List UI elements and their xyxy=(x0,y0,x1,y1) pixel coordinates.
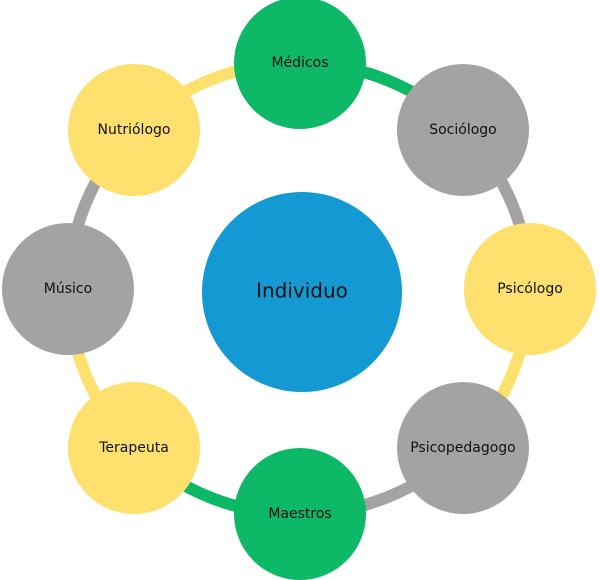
role-circle-musico xyxy=(2,223,134,355)
role-circle-terapeuta xyxy=(68,382,200,514)
role-node-psicopedagogo: Psicopedagogo xyxy=(397,382,529,514)
role-label-nutriologo: Nutriólogo xyxy=(98,122,171,138)
role-circle-maestros xyxy=(234,448,366,580)
role-label-musico: Músico xyxy=(44,281,92,297)
center-node: Individuo xyxy=(202,192,402,392)
role-label-medicos: Médicos xyxy=(271,55,328,71)
role-node-maestros: Maestros xyxy=(234,448,366,580)
role-node-psicologo: Psicólogo xyxy=(464,223,596,355)
role-circle-psicopedagogo xyxy=(397,382,529,514)
role-label-sociologo: Sociólogo xyxy=(429,122,497,138)
role-node-sociologo: Sociólogo xyxy=(397,64,529,196)
role-circle-nutriologo xyxy=(68,64,200,196)
role-circle-medicos xyxy=(234,0,366,129)
role-circle-psicologo xyxy=(464,223,596,355)
role-label-maestros: Maestros xyxy=(268,506,331,522)
role-node-medicos: Médicos xyxy=(234,0,366,129)
role-circle-sociologo xyxy=(397,64,529,196)
center-label: Individuo xyxy=(256,279,348,303)
role-label-psicologo: Psicólogo xyxy=(497,281,563,297)
role-label-psicopedagogo: Psicopedagogo xyxy=(410,440,516,456)
role-node-terapeuta: Terapeuta xyxy=(68,382,200,514)
center-circle xyxy=(202,192,402,392)
role-node-musico: Músico xyxy=(2,223,134,355)
role-node-nutriologo: Nutriólogo xyxy=(68,64,200,196)
role-label-terapeuta: Terapeuta xyxy=(98,440,169,456)
